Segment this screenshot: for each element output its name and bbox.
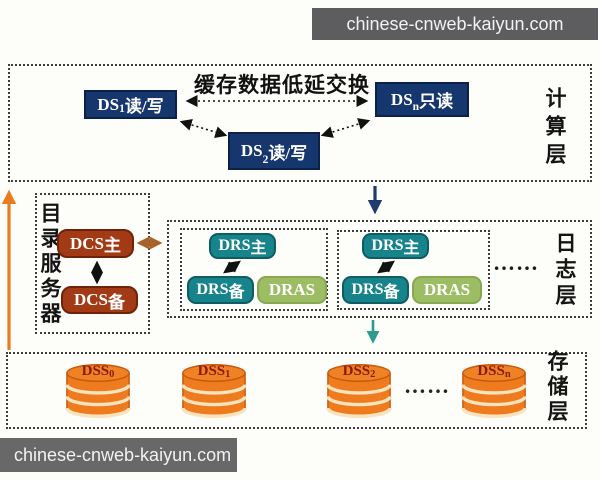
- directory-server-box: [35, 193, 150, 334]
- cache-exchange-title: 缓存数据低延交换: [194, 73, 370, 97]
- database-cylinder-icon: [326, 364, 392, 418]
- database-cylinder-icon: [461, 364, 527, 418]
- watermark-top: chinese-cnweb-kaiyun.com: [312, 8, 598, 40]
- compute-layer-label: 计算层: [543, 87, 567, 171]
- log-ellipsis: ……: [493, 250, 539, 275]
- storage-layer-label: 存储层: [545, 350, 569, 425]
- log-group-1-box: [180, 228, 328, 311]
- log-group-2-box: [337, 230, 490, 310]
- dras-node-1: DRAS: [257, 276, 327, 304]
- compute-layer-box: [8, 64, 592, 182]
- storage-layer-box: [6, 352, 587, 429]
- ds2-label: DS: [240, 141, 263, 160]
- log-layer-label: 日志层: [553, 232, 577, 310]
- log-layer-box: [167, 220, 592, 318]
- database-cylinder-icon: [181, 364, 247, 418]
- dsn-label: DS: [390, 89, 413, 109]
- watermark-bottom: chinese-cnweb-kaiyun.com: [0, 438, 237, 472]
- directory-server-label: 目录服务器: [38, 202, 62, 327]
- storage-ellipsis: ……: [404, 373, 450, 398]
- dras-node-2: DRAS: [412, 276, 482, 304]
- database-cylinder-icon: [65, 364, 131, 418]
- ds1-label: DS: [97, 94, 120, 114]
